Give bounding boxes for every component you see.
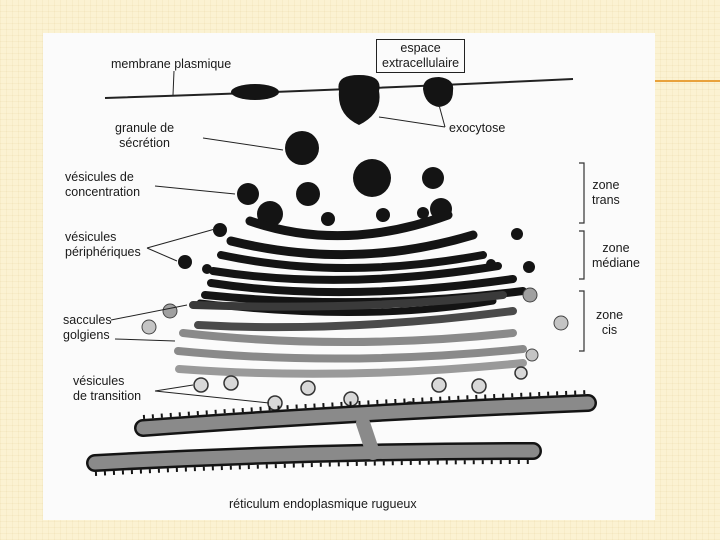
label-zone-trans: zone trans xyxy=(592,178,620,208)
label-zone-mediane-line1: zone xyxy=(602,241,630,255)
concentration-vesicle-3 xyxy=(422,167,444,189)
label-vesicules-de-concentration: vésicules de concentration xyxy=(65,170,140,200)
peripheral-vesicle-1 xyxy=(213,223,227,237)
cis-vesicle-2 xyxy=(141,319,157,335)
diagram-drawing xyxy=(86,70,597,476)
label-granule-de-secretion: granule de sécrétion xyxy=(115,121,174,151)
label-vesicules-peripheriques: vésicules périphériques xyxy=(65,230,141,260)
label-zone-trans-line1: zone xyxy=(592,178,620,192)
exocytosis-pocket-2 xyxy=(423,77,454,107)
rer-bridge xyxy=(356,416,380,460)
leader-transition-1 xyxy=(154,384,194,392)
budding-trans-c xyxy=(417,207,429,219)
ribosomes-upper xyxy=(142,390,589,419)
label-membrane-plasmique: membrane plasmique xyxy=(111,57,232,71)
leader-peripheral-2 xyxy=(146,247,178,262)
label-espace-line2: extracellulaire xyxy=(382,56,460,70)
leader-concentration xyxy=(154,185,236,195)
leader-membrane xyxy=(172,70,175,96)
cisterna-grey-3 xyxy=(175,359,527,378)
cisterna-medial-2 xyxy=(207,275,517,297)
accent-line xyxy=(655,80,720,82)
leader-granule xyxy=(202,137,284,151)
transition-vesicle-7 xyxy=(471,378,487,394)
transition-vesicle-1 xyxy=(193,377,209,393)
secretion-granule-2 xyxy=(353,159,391,197)
exocytosis-bulge-1 xyxy=(231,84,279,100)
cisterna-dark-1 xyxy=(189,291,507,311)
label-transition-line1: vésicules xyxy=(73,374,125,388)
transition-vesicle-3 xyxy=(300,380,316,396)
cis-vesicle-3 xyxy=(522,287,538,303)
peripheral-vesicle-6 xyxy=(486,259,496,269)
golgi-diagram: membrane plasmique espace extracellulair… xyxy=(43,33,655,520)
cisterna-dark-2 xyxy=(194,307,517,332)
label-saccules-line2: golgiens xyxy=(63,328,110,342)
cisterna-grey-2 xyxy=(174,345,527,363)
label-zone-cis-line2: cis xyxy=(601,323,618,337)
cis-vesicle-5 xyxy=(525,348,539,362)
bracket-trans xyxy=(579,162,585,224)
label-zone-cis: zone cis xyxy=(596,308,623,338)
rer-upper-fill xyxy=(136,396,595,435)
peripheral-vesicle-5 xyxy=(523,261,535,273)
label-saccules-golgiens: saccules golgiens xyxy=(63,313,112,343)
concentration-vesicle-1 xyxy=(237,183,259,205)
cisterna-trans-2 xyxy=(226,230,478,260)
label-concentration-line1: vésicules de xyxy=(65,170,134,184)
label-espace-extracellulaire: espace extracellulaire xyxy=(376,39,466,73)
peripheral-vesicle-2 xyxy=(178,255,192,269)
cisterna-grey-1 xyxy=(179,329,517,346)
label-exocytose: exocytose xyxy=(449,121,506,135)
zone-brackets xyxy=(579,162,585,352)
rer-lower-fill xyxy=(88,444,540,470)
label-espace-line1: espace xyxy=(400,41,441,55)
label-vesicules-de-transition: vésicules de transition xyxy=(73,374,141,404)
label-zone-mediane-line2: médiane xyxy=(592,256,640,270)
cisterna-trans-1 xyxy=(245,210,453,241)
bracket-cis xyxy=(579,290,585,352)
leader-saccules-1 xyxy=(110,304,188,321)
label-saccules-line1: saccules xyxy=(63,313,112,327)
plasma-membrane xyxy=(104,78,574,99)
peripheral-vesicle-3 xyxy=(202,264,212,274)
label-peripheriques-line1: vésicules xyxy=(65,230,117,244)
ribosomes-lower xyxy=(94,460,534,476)
label-granule-line1: granule de xyxy=(115,121,175,135)
label-concentration-line2: concentration xyxy=(65,185,141,199)
cis-cisternae xyxy=(174,291,527,378)
label-transition-line2: de transition xyxy=(73,389,142,403)
label-zone-cis-line1: zone xyxy=(596,308,624,322)
leader-lines xyxy=(110,70,446,404)
transition-vesicle-6 xyxy=(431,377,447,393)
peripheral-vesicle-4 xyxy=(511,228,523,240)
label-peripheriques-line2: périphériques xyxy=(65,245,141,259)
budding-trans-b xyxy=(376,208,390,222)
label-zone-mediane: zone médiane xyxy=(592,241,640,271)
rough-er xyxy=(86,390,597,476)
budding-trans-a xyxy=(321,212,335,226)
label-reticulum: réticulum endoplasmique rugueux xyxy=(229,497,417,511)
label-zone-trans-line2: trans xyxy=(592,193,620,207)
transition-vesicle-2 xyxy=(223,375,239,391)
leader-transition-2 xyxy=(154,390,270,404)
leader-exocytose-2 xyxy=(438,104,446,128)
cisterna-medial-1 xyxy=(209,262,502,284)
secretion-granule-1 xyxy=(285,131,319,165)
cisterna-trans-3 xyxy=(217,251,487,272)
cis-vesicle-4 xyxy=(553,315,569,331)
concentration-vesicle-4 xyxy=(257,201,283,227)
leader-exocytose-1 xyxy=(378,116,446,128)
exocytosis-pocket-1 xyxy=(338,75,380,125)
leader-peripheral-1 xyxy=(146,228,216,249)
concentration-vesicle-2 xyxy=(296,182,320,206)
cis-vesicle-1 xyxy=(162,303,178,319)
transition-vesicle-8 xyxy=(514,366,528,380)
bracket-median xyxy=(579,230,585,280)
leader-saccules-2 xyxy=(114,338,176,342)
label-granule-line2: sécrétion xyxy=(119,136,170,150)
